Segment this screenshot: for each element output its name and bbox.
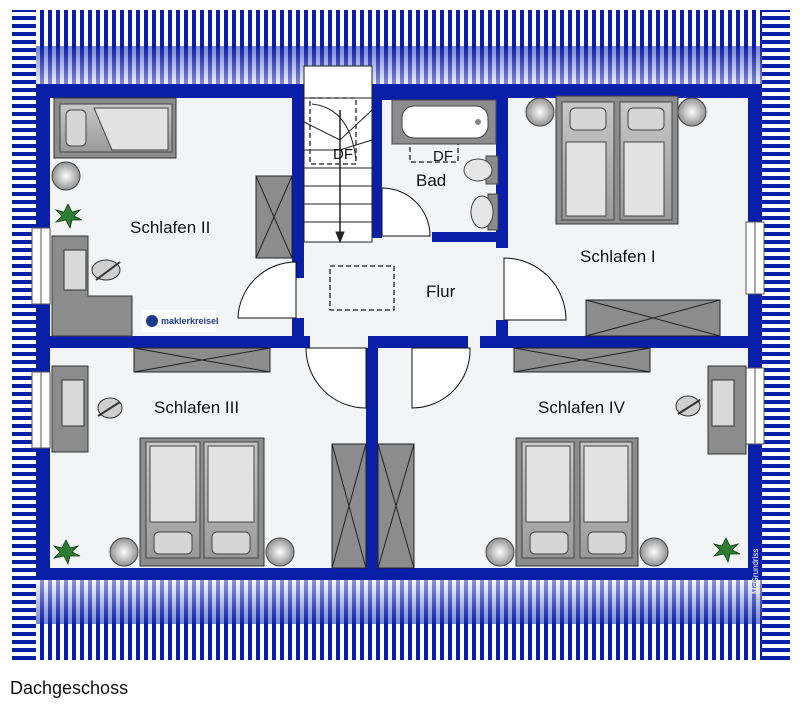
credit-label: McGrundriss [751, 549, 760, 594]
bathtub-icon [391, 99, 497, 145]
bed-icon [53, 97, 177, 159]
sink-icon [470, 193, 499, 231]
desk [707, 365, 747, 455]
windows [31, 221, 765, 449]
side-table [485, 537, 515, 567]
side-table [525, 97, 555, 127]
bed-icon [555, 95, 679, 225]
df-label-right: DF [433, 148, 453, 165]
wardrobe-icon [255, 175, 293, 259]
side-table [51, 161, 81, 191]
interior-walls [50, 92, 748, 568]
plan-caption: Dachgeschoss [10, 678, 129, 698]
room-label-bad: Bad [416, 171, 446, 190]
wardrobe-icon [585, 299, 721, 337]
side-table [109, 537, 139, 567]
chair-icon [675, 395, 701, 417]
desk [51, 235, 133, 337]
desk [51, 365, 89, 453]
side-table [639, 537, 669, 567]
room-label-schlafen-4: Schlafen IV [538, 398, 626, 417]
wardrobe-icon [377, 443, 415, 569]
room-label-schlafen-1: Schlafen I [580, 247, 656, 266]
side-table [265, 537, 295, 567]
df-label-left: DF [333, 146, 353, 163]
bed-icon [139, 437, 265, 567]
chair-icon [97, 397, 123, 419]
chair-icon [91, 259, 121, 281]
room-label-flur: Flur [426, 282, 456, 301]
door-swings [237, 187, 567, 409]
plant-icon [712, 537, 741, 564]
plant-icon [54, 203, 83, 230]
staircase-icon [303, 65, 373, 244]
room-label-schlafen-3: Schlafen III [154, 398, 239, 417]
plant-icon [52, 539, 81, 566]
wardrobe-icon [331, 443, 367, 569]
room-label-schlafen-2: Schlafen II [130, 218, 210, 237]
bed-icon [515, 437, 639, 567]
logo-text: maklerkreisel [161, 316, 219, 326]
side-table [677, 97, 707, 127]
wardrobe-icon [133, 347, 271, 373]
logo-icon: maklerkreisel [142, 310, 219, 332]
toilet-icon [463, 155, 499, 185]
wardrobe-icon [513, 347, 651, 373]
